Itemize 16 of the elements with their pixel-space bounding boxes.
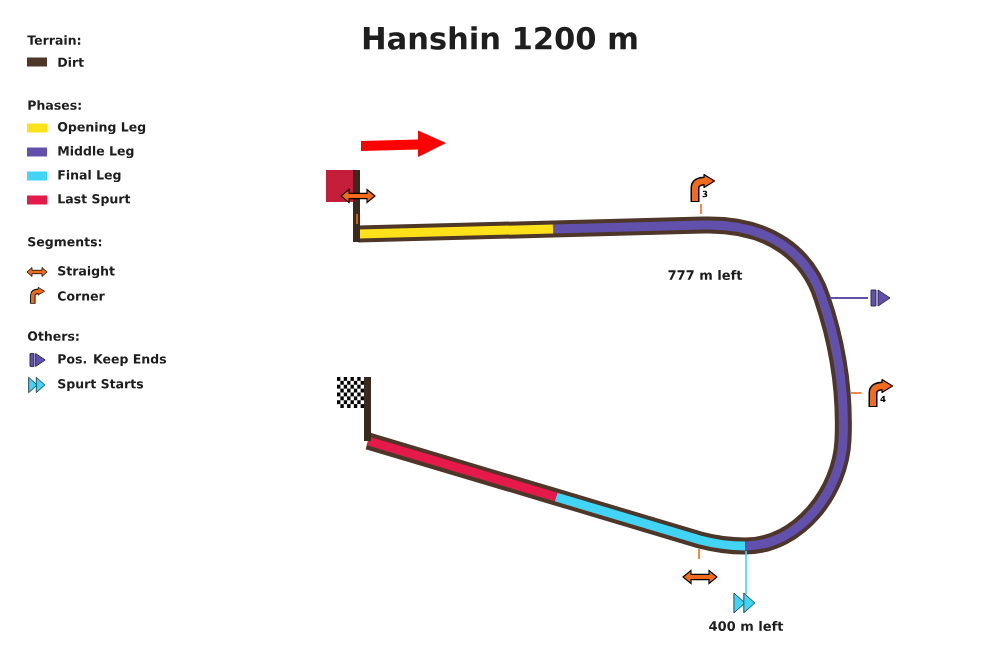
legend-label: Straight [58, 265, 115, 279]
legend-label: Middle Leg [58, 145, 134, 159]
legend-label: Corner [57, 291, 105, 301]
legend-heading: Segments: [28, 237, 102, 249]
legend-label: Pos. Keep Ends [58, 353, 167, 367]
legend-heading: Terrain: [27, 35, 81, 45]
title: Hanshin 1200 m [363, 26, 637, 50]
legend-label: Spurt Starts [58, 379, 144, 391]
distance-label: 777 m left [668, 269, 743, 281]
legend-label: Last Spurt [58, 194, 131, 206]
distance-label: 400 m left [709, 620, 784, 632]
legend-heading: Others: [27, 331, 79, 341]
legend-label: Dirt [58, 57, 84, 67]
legend-label: Final Leg [58, 169, 121, 183]
legend-heading: Phases: [28, 100, 81, 110]
legend-label: Opening Leg [57, 121, 146, 135]
